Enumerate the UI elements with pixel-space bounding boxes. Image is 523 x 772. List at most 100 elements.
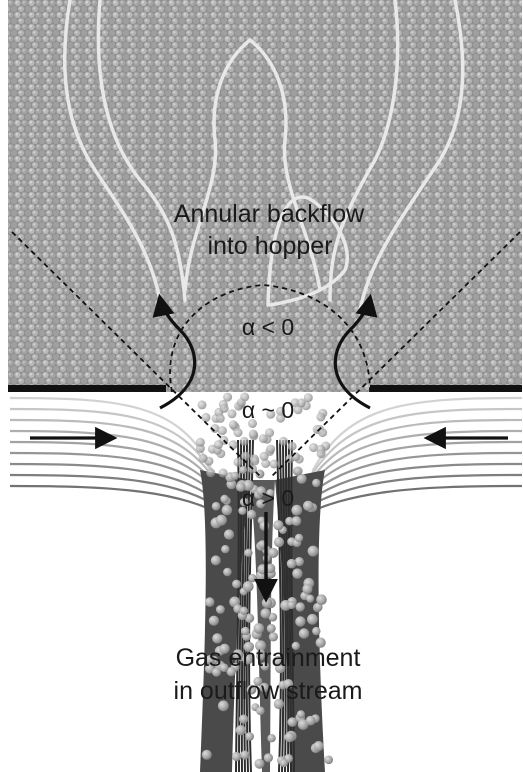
falling-particle [209, 616, 219, 626]
falling-particle [292, 568, 302, 578]
falling-particle [269, 632, 278, 641]
streamline-right [297, 464, 522, 772]
falling-particle [223, 568, 232, 577]
falling-particle [285, 732, 295, 742]
falling-particle [236, 725, 246, 735]
falling-particle [288, 601, 296, 609]
falling-particle [264, 753, 273, 762]
orifice-particle [260, 452, 269, 461]
streamline-right [299, 453, 522, 772]
falling-particle [274, 537, 284, 547]
falling-particle [280, 759, 288, 767]
alpha-zero-label: α ~ 0 [242, 397, 294, 423]
falling-particle [245, 732, 254, 741]
falling-particle [308, 546, 319, 557]
falling-particle [312, 627, 320, 635]
orifice-particle [270, 460, 279, 469]
orifice-particle [249, 430, 258, 439]
falling-particle [312, 479, 320, 487]
backflow-label-line2: into hopper [207, 232, 332, 260]
falling-particle [303, 501, 313, 511]
falling-particle [212, 502, 221, 511]
orifice-particle [220, 404, 229, 413]
orifice-particle [218, 426, 227, 435]
orifice-particle [234, 458, 243, 467]
orifice-particle [229, 440, 238, 449]
falling-particle [232, 752, 241, 761]
falling-particle [221, 545, 229, 553]
falling-particle [220, 495, 228, 503]
orifice-particle [250, 456, 259, 465]
falling-particle [267, 734, 275, 742]
streamline-left [10, 453, 226, 772]
falling-particle [211, 555, 221, 565]
falling-particle [295, 534, 303, 542]
falling-particle [273, 520, 283, 530]
falling-particle [314, 741, 324, 751]
falling-particle [231, 472, 239, 480]
falling-particle [240, 751, 249, 760]
orifice-particle [266, 445, 275, 454]
orifice-particle [223, 393, 232, 402]
streamline-right [303, 431, 522, 772]
orifice-particle [219, 469, 228, 478]
orifice-particle [288, 442, 297, 451]
streamline-right [293, 486, 522, 772]
falling-particle [240, 607, 248, 615]
falling-particle [267, 624, 276, 633]
entrainment-label-line2: in outflow stream [174, 677, 363, 705]
falling-particle [295, 616, 305, 626]
orifice-particle [199, 454, 208, 463]
orifice-particle [196, 438, 205, 447]
orifice-particle [304, 393, 313, 402]
falling-particle [288, 717, 298, 727]
falling-particle [247, 510, 256, 519]
orifice-particle [206, 468, 215, 477]
falling-particle [224, 529, 234, 539]
streamline-left [10, 420, 220, 772]
entrainment-label-line1: Gas entrainment [176, 644, 361, 672]
streamline-left [10, 442, 224, 772]
falling-particle [316, 594, 327, 605]
orifice-particle [229, 420, 238, 429]
orifice-particle [294, 467, 303, 476]
falling-particle [292, 516, 302, 526]
orifice-particle [316, 413, 325, 422]
orifice-particle [317, 449, 326, 458]
falling-particle [243, 581, 254, 592]
falling-particle [205, 597, 215, 607]
orifice-particle [214, 440, 223, 449]
alpha-negative-label: α < 0 [242, 314, 294, 340]
falling-particle [324, 756, 333, 765]
falling-particle [241, 627, 250, 636]
falling-particle [239, 715, 248, 724]
backflow-label-line1: Annular backflow [174, 200, 365, 228]
orifice-particle [240, 437, 249, 446]
falling-particle [222, 505, 233, 516]
falling-particle [262, 598, 272, 608]
orifice-particle [198, 400, 207, 409]
falling-particle [297, 710, 305, 718]
streamline-left [10, 475, 230, 772]
falling-particle [239, 466, 247, 474]
streamline-left [10, 431, 222, 772]
falling-particle [302, 584, 312, 594]
orifice-particle [279, 437, 288, 446]
orifice-particle [228, 409, 237, 418]
orifice-particle [259, 434, 268, 443]
falling-particle [307, 614, 318, 625]
falling-particle [287, 559, 297, 569]
falling-particle [299, 628, 309, 638]
orifice-particle [216, 414, 225, 423]
falling-particle [306, 595, 314, 603]
alpha-positive-label: α > 0 [242, 485, 294, 511]
falling-particle [244, 549, 252, 557]
falling-particle [255, 759, 265, 769]
streamline-left [10, 464, 228, 772]
falling-particle [212, 633, 222, 643]
falling-particle [216, 515, 227, 526]
falling-particle [248, 574, 256, 582]
streamline-right [305, 420, 522, 772]
falling-particle [232, 580, 241, 589]
